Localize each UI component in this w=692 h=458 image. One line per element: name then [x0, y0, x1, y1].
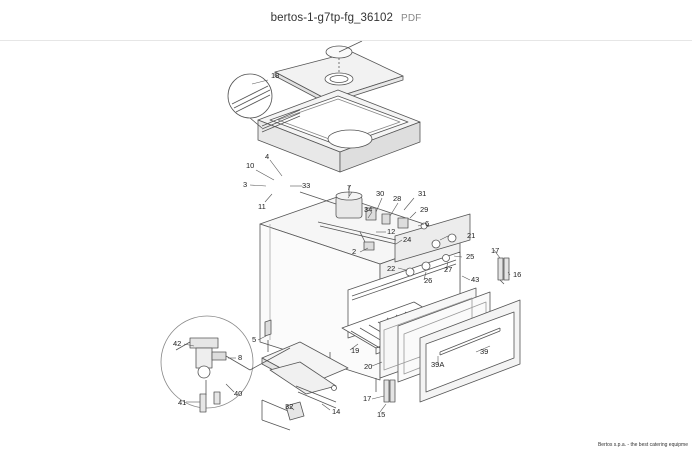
top-frame — [227, 73, 421, 173]
callout-labels: 18 4 10 33 3 11 7 30 28 31 29 34 6 12 24… — [173, 71, 521, 419]
callout-34: 34 — [364, 205, 372, 214]
callout-27: 27 — [444, 265, 452, 274]
callout-17-lower: 17 — [363, 394, 371, 403]
callout-31: 31 — [418, 189, 426, 198]
callout-24: 24 — [403, 235, 411, 244]
document-header-bar: bertos-1-g7tp-fg_36102 PDF — [0, 0, 692, 41]
callout-14: 14 — [332, 407, 340, 416]
callout-3: 3 — [243, 180, 247, 189]
control-panel — [394, 213, 471, 277]
callout-11: 11 — [258, 202, 266, 211]
pdf-page-viewer[interactable]: 18 4 10 33 3 11 7 30 28 31 29 34 6 12 24… — [0, 41, 692, 458]
callout-30: 30 — [376, 189, 384, 198]
document-format-label: PDF — [401, 13, 422, 24]
callout-12: 12 — [387, 227, 395, 236]
callout-leader-lines — [183, 79, 511, 413]
callout-40: 40 — [234, 389, 242, 398]
callout-25: 25 — [466, 252, 474, 261]
callout-33: 33 — [302, 181, 310, 190]
callout-19: 19 — [351, 346, 359, 355]
callout-6: 6 — [425, 219, 429, 228]
callout-20: 20 — [364, 362, 372, 371]
callout-10: 10 — [246, 161, 254, 170]
document-filename: bertos-1-g7tp-fg_36102 — [270, 12, 394, 24]
callout-5: 5 — [252, 335, 256, 344]
callout-29: 29 — [420, 205, 428, 214]
exploded-parts-diagram: 18 4 10 33 3 11 7 30 28 31 29 34 6 12 24… — [160, 41, 521, 431]
callout-41: 41 — [178, 398, 186, 407]
callout-15: 15 — [377, 410, 385, 419]
callout-39a: 39A — [431, 360, 444, 369]
callout-2: 2 — [352, 247, 356, 256]
callout-42: 42 — [173, 339, 181, 348]
burner-tray — [261, 341, 349, 431]
callout-43: 43 — [471, 275, 479, 284]
door-hinges — [383, 257, 510, 403]
callout-26: 26 — [424, 276, 432, 285]
callout-8: 8 — [238, 353, 242, 362]
valve-detail-circle — [160, 315, 291, 413]
callout-4: 4 — [265, 152, 269, 161]
callout-39: 39 — [480, 347, 488, 356]
callout-21: 21 — [467, 231, 475, 240]
oven-door-panels — [379, 287, 521, 403]
callout-16: 16 — [513, 270, 521, 279]
callout-18: 18 — [271, 71, 279, 80]
callout-32: 32 — [285, 402, 293, 411]
callout-7: 7 — [347, 183, 351, 192]
callout-22: 22 — [387, 264, 395, 273]
document-title: bertos-1-g7tp-fg_36102 PDF — [0, 12, 692, 24]
callout-28: 28 — [393, 194, 401, 203]
page-footer-text: Bertos s.p.a. - the best catering equipm… — [597, 442, 688, 448]
callout-17-upper: 17 — [491, 246, 499, 255]
